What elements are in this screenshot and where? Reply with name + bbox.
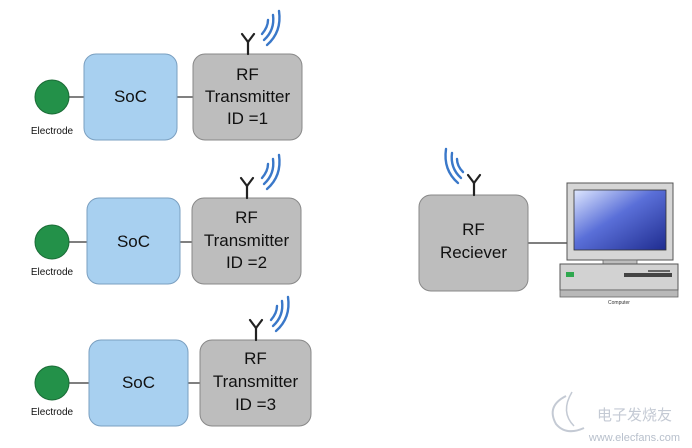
electrode-icon — [34, 224, 70, 260]
transmitter-row-2: Electrode SoC RF Transmitter ID =2 — [31, 153, 302, 285]
soc-label: SoC — [122, 373, 155, 392]
transmitter-row-3: Electrode SoC RF Transmitter ID =3 — [31, 295, 312, 427]
wireless-signal-icon — [260, 9, 281, 47]
soc-label: SoC — [114, 87, 147, 106]
electrode-label: Electrode — [31, 407, 74, 418]
rf-transmitter-line1: RF — [235, 208, 258, 227]
antenna-icon — [466, 173, 482, 197]
watermark-swirl-icon — [551, 395, 585, 433]
soc-box — [86, 197, 181, 285]
antenna-icon — [240, 32, 256, 56]
electrode-label: Electrode — [31, 126, 74, 137]
soc-box — [83, 53, 178, 141]
rf-transmitter-id: ID =1 — [227, 109, 268, 128]
watermark-swirl-icon — [565, 391, 575, 427]
disk-drive-slot — [624, 273, 672, 277]
electrode-icon — [34, 79, 70, 115]
watermark-url: www.elecfans.com — [588, 432, 680, 444]
rf-transmitter-id: ID =2 — [226, 253, 267, 272]
watermark-cn: 电子发烧友 — [597, 407, 672, 424]
rf-transmitter-line2: Transmitter — [204, 231, 290, 250]
soc-label: SoC — [117, 232, 150, 251]
rf-receiver-line2: Reciever — [440, 243, 507, 262]
wireless-signal-icon — [444, 147, 465, 185]
antenna-icon — [248, 318, 264, 342]
power-led-icon — [566, 272, 574, 277]
computer-icon: Computer — [559, 182, 679, 306]
computer-case-base — [559, 289, 679, 298]
computer-label: Computer — [608, 300, 630, 306]
computer-case — [559, 263, 679, 291]
electrode-label: Electrode — [31, 267, 74, 278]
electrode-icon — [34, 365, 70, 401]
soc-box — [88, 339, 189, 427]
rf-transmitter-line1: RF — [244, 349, 267, 368]
transmitter-row-1: Electrode SoC RF Transmitter ID =1 — [31, 9, 303, 141]
wireless-signal-icon — [260, 153, 281, 191]
rf-transmitter-id: ID =3 — [235, 395, 276, 414]
rf-transmitter-line1: RF — [236, 65, 259, 84]
antenna-icon — [239, 176, 255, 200]
watermark-logo: 电子发烧友 www.elecfans.com — [551, 391, 680, 444]
rf-receiver-line1: RF — [462, 220, 485, 239]
rf-transmitter-line2: Transmitter — [213, 372, 299, 391]
wireless-signal-icon — [269, 295, 290, 333]
rf-receiver: RF Reciever — [418, 147, 567, 292]
monitor-screen — [573, 189, 667, 251]
rf-transmitter-line2: Transmitter — [205, 87, 291, 106]
disk-drive-slot — [648, 270, 670, 272]
